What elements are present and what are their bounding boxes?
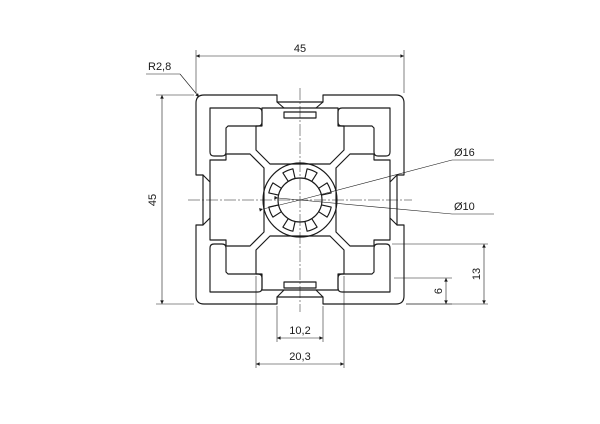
slot-width-label: 20,3 bbox=[289, 351, 310, 363]
dimension-slot-opening: 10,2 bbox=[276, 306, 324, 342]
corner-cavity-bottom-right bbox=[337, 243, 391, 293]
pocket-top bbox=[283, 111, 317, 119]
bore-outer-label: Ø16 bbox=[454, 147, 475, 159]
dimension-width: 45 bbox=[195, 43, 405, 93]
dimension-slot-width: 20,3 bbox=[255, 276, 345, 368]
dimension-bore-inner: Ø10 bbox=[274, 195, 494, 215]
pocket-bottom bbox=[283, 281, 317, 289]
height-label: 45 bbox=[147, 194, 159, 206]
dimension-slot-offset: 13 bbox=[392, 243, 488, 305]
profile-outer-contour bbox=[195, 94, 405, 305]
dimension-bore-outer: Ø16 bbox=[259, 147, 494, 212]
dimension-corner-radius: R2,8 bbox=[146, 61, 200, 98]
slot-opening-label: 10,2 bbox=[289, 325, 310, 337]
bore-inner-label: Ø10 bbox=[454, 201, 475, 213]
corner-cavity-top-right bbox=[337, 107, 391, 157]
corner-radius-label: R2,8 bbox=[148, 61, 171, 73]
slot-depth-label: 6 bbox=[433, 288, 445, 294]
left-slot-cavity bbox=[209, 153, 265, 247]
slot-offset-label: 13 bbox=[471, 268, 483, 280]
width-label: 45 bbox=[294, 43, 306, 55]
right-slot-cavity bbox=[335, 153, 391, 247]
dimension-height: 45 bbox=[147, 94, 194, 305]
corner-cavity-bottom-left bbox=[209, 243, 263, 293]
corner-cavity-top-left bbox=[209, 107, 263, 157]
